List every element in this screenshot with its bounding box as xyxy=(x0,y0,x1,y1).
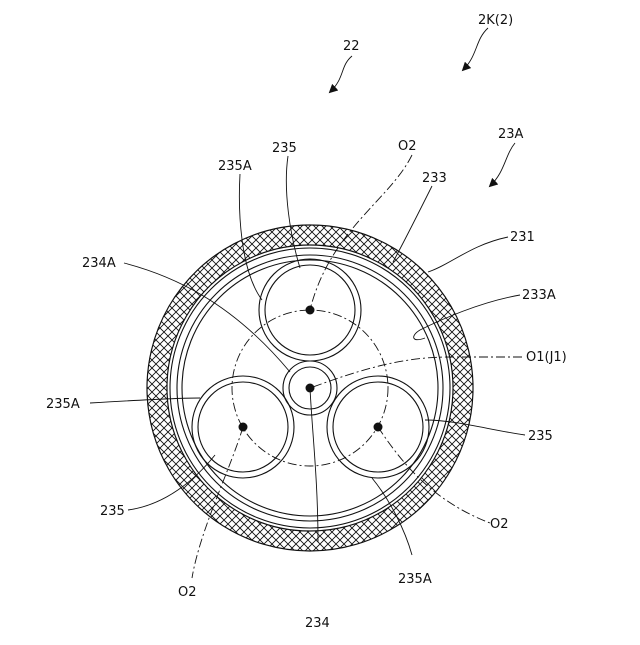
leader-235-top xyxy=(286,156,300,268)
leader-22 xyxy=(330,56,352,92)
label-234a: 234A xyxy=(82,256,116,271)
label-22: 22 xyxy=(343,39,360,54)
label-o2-top: O2 xyxy=(398,139,417,154)
label-235-right: 235 xyxy=(528,429,553,444)
label-233: 233 xyxy=(422,171,447,186)
label-235-left: 235 xyxy=(100,504,125,519)
label-231: 231 xyxy=(510,230,535,245)
label-o1: O1(J1) xyxy=(526,350,567,365)
label-235-top: 235 xyxy=(272,141,297,156)
leader-o1 xyxy=(310,357,522,388)
label-2k: 2K(2) xyxy=(478,13,513,28)
leader-235a-left xyxy=(90,398,200,403)
leader-lines xyxy=(90,28,525,578)
label-235a-bottom: 235A xyxy=(398,572,432,587)
label-235a-top: 235A xyxy=(218,159,252,174)
label-23a: 23A xyxy=(498,127,524,142)
label-o2-bottom: O2 xyxy=(178,585,197,600)
label-235a-left: 235A xyxy=(46,397,80,412)
leader-235-right xyxy=(425,420,525,435)
leader-233 xyxy=(393,186,432,262)
leader-2k xyxy=(463,28,488,70)
label-o2-right: O2 xyxy=(490,517,509,532)
label-234: 234 xyxy=(305,616,330,631)
leader-231 xyxy=(428,237,508,272)
leader-234 xyxy=(310,388,318,542)
label-233a: 233A xyxy=(522,288,556,303)
leader-23a xyxy=(490,143,515,186)
